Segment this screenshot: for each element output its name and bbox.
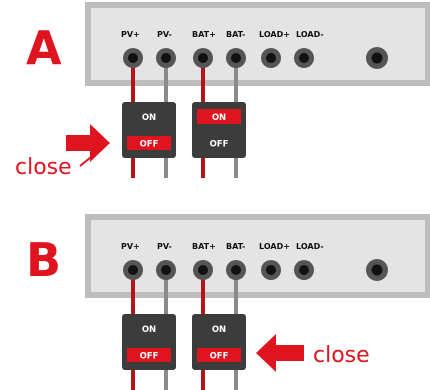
callout-leader-line xyxy=(79,152,97,167)
section-a-label-load-plus: LOAD+ xyxy=(259,30,290,39)
section-a-controller-panel xyxy=(85,2,430,86)
arrow-right-icon xyxy=(66,124,110,162)
section-a-label-bat-minus: BAT- xyxy=(226,30,245,39)
section-b-label-bat-minus: BAT- xyxy=(226,242,245,251)
breaker-on-label: ON xyxy=(142,113,156,123)
section-a-label-bat-plus: BAT+ xyxy=(192,30,216,39)
section-a-terminals xyxy=(123,47,388,69)
section-b-letter: B xyxy=(26,233,61,287)
section-b-controller-panel xyxy=(85,214,430,298)
breaker-off-zone-active xyxy=(127,348,171,362)
section-a-callout-text: close xyxy=(15,155,72,180)
breaker-off-label: OFF xyxy=(210,140,229,150)
section-a-battery-breaker[interactable]: ON OFF xyxy=(192,102,246,158)
section-a-label-pv-minus: PV- xyxy=(157,30,172,39)
breaker-off-zone-active xyxy=(127,136,171,150)
breaker-off-label: OFF xyxy=(140,352,159,362)
section-b-label-bat-plus: BAT+ xyxy=(192,242,216,251)
section-b-pv-breaker[interactable]: ON OFF xyxy=(122,314,176,370)
section-a-pv-breaker[interactable]: ON OFF xyxy=(122,102,176,158)
section-a-letter: A xyxy=(26,21,62,75)
breaker-on-zone-active xyxy=(197,109,241,124)
section-b-label-load-plus: LOAD+ xyxy=(259,242,290,251)
section-b-label-load-minus: LOAD- xyxy=(296,242,324,251)
section-a-callout: close xyxy=(15,124,110,180)
breaker-on-label: ON xyxy=(212,113,226,123)
section-a-label-pv-plus: PV+ xyxy=(121,30,140,39)
section-a: A PV+ PV- BAT+ BAT- LOAD+ LOAD- ON xyxy=(15,2,430,180)
section-b-battery-breaker[interactable]: ON OFF xyxy=(192,314,246,370)
breaker-off-label: OFF xyxy=(140,140,159,150)
breaker-off-label: OFF xyxy=(210,352,229,362)
section-b-label-pv-plus: PV+ xyxy=(121,242,140,251)
section-b: B PV+ PV- BAT+ BAT- LOAD+ LOAD- ON OFF xyxy=(26,214,430,390)
section-b-callout-text: close xyxy=(313,343,370,368)
section-b-terminals xyxy=(123,259,388,281)
section-b-label-pv-minus: PV- xyxy=(157,242,172,251)
section-a-label-load-minus: LOAD- xyxy=(296,30,324,39)
breaker-on-label: ON xyxy=(142,325,156,335)
breaker-off-zone-active xyxy=(197,348,241,362)
section-b-callout: close xyxy=(256,334,370,372)
breaker-on-label: ON xyxy=(212,325,226,335)
arrow-left-icon xyxy=(256,334,304,372)
